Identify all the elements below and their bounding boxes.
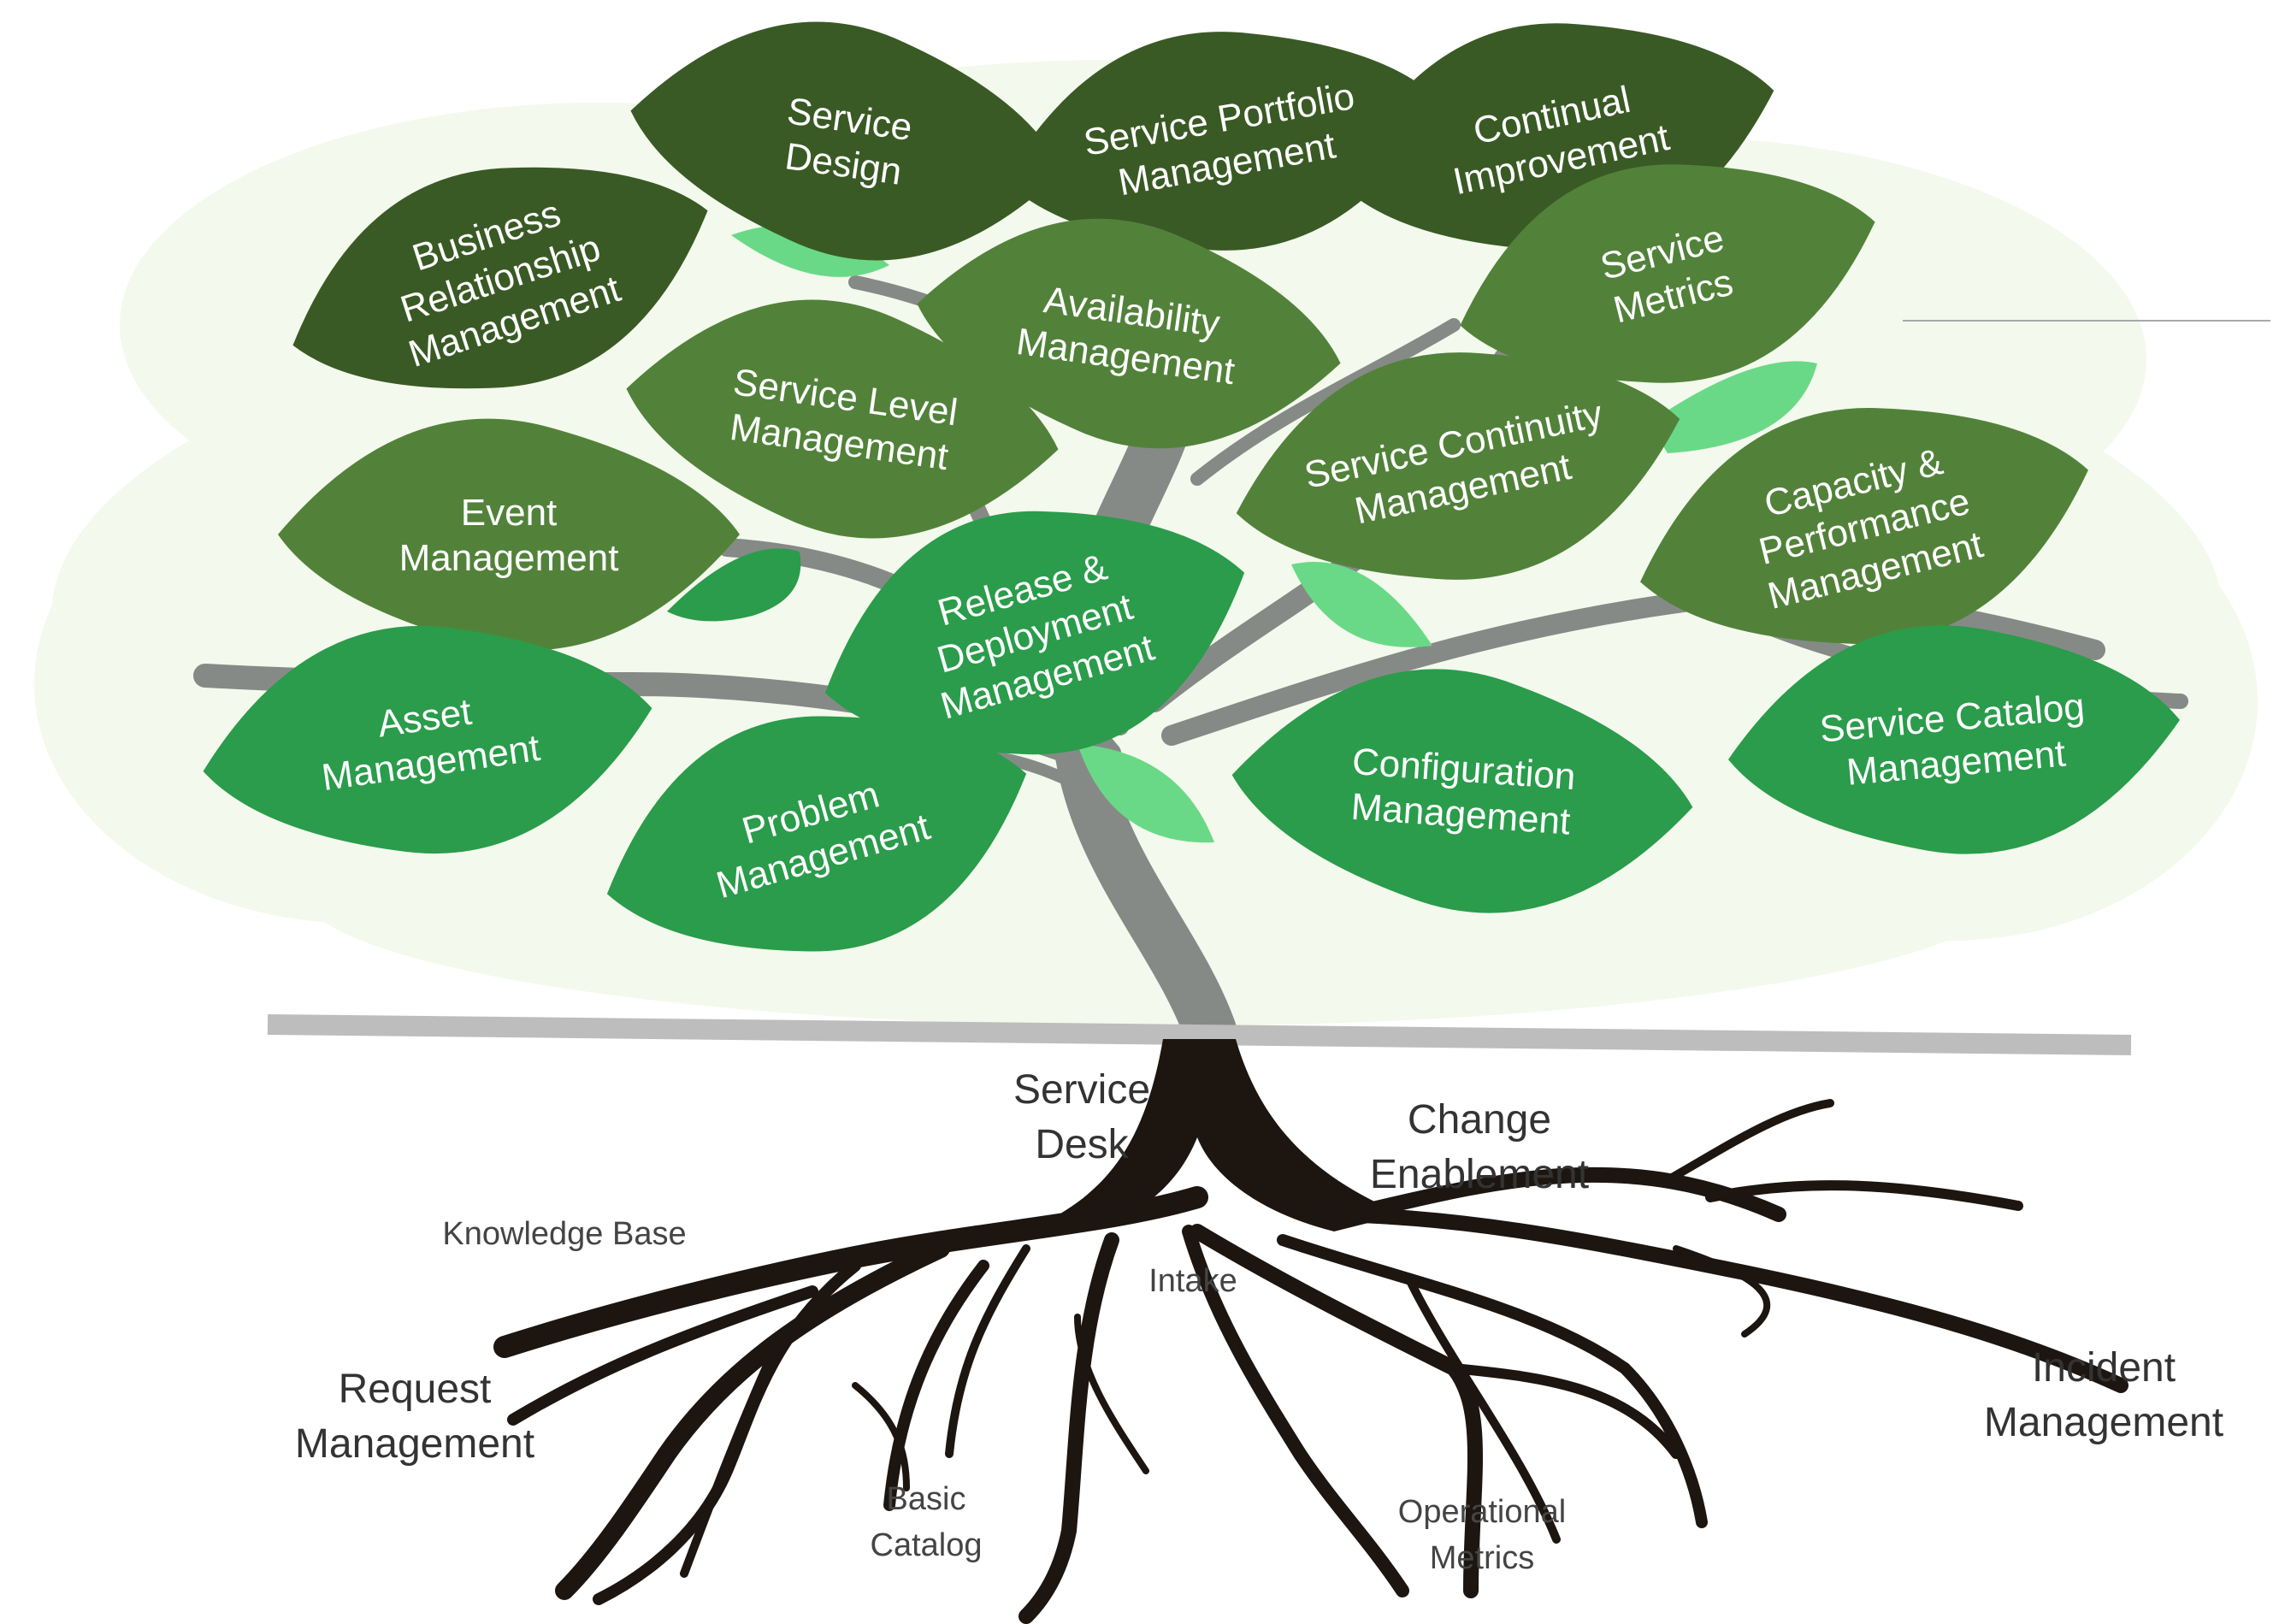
leaf-shape (626, 299, 1059, 539)
root-label: Catalog (871, 1527, 983, 1563)
leaf-shape (606, 716, 1027, 952)
leaf-shape (203, 626, 652, 853)
root-label: Enablement (1370, 1152, 1589, 1197)
root-label: Management (1984, 1400, 2223, 1445)
leaf-shape (630, 21, 1063, 261)
root-label: Knowledge Base (442, 1216, 686, 1252)
root-label: Metrics (1430, 1540, 1534, 1576)
leaf-shape (917, 218, 1341, 449)
leaf-shape (824, 511, 1245, 755)
root-knowledge-base: Knowledge Base (442, 1216, 686, 1252)
leaf-shape (1236, 352, 1680, 580)
leaf-label: Event (461, 492, 558, 534)
ground-line (267, 1014, 2132, 1055)
tree-roots (493, 1039, 2128, 1624)
leaf-shape (1003, 32, 1443, 251)
root-label: Incident (2032, 1345, 2176, 1391)
leaf-shape (292, 167, 708, 389)
root-intake: Intake (1148, 1263, 1237, 1299)
root-label: Desk (1035, 1122, 1129, 1167)
accent-leaf (667, 548, 801, 622)
leaf-label: Management (399, 537, 619, 579)
root-label: Management (295, 1421, 534, 1467)
pale-leaves (731, 225, 1817, 843)
root-label: Intake (1148, 1263, 1237, 1299)
root-label: Change (1408, 1097, 1551, 1143)
leaf-shape (1231, 669, 1693, 913)
leaf-shape (1460, 164, 1875, 383)
root-label: Service (1013, 1067, 1150, 1113)
root-label: Basic (887, 1481, 966, 1517)
leaf-shape (1640, 408, 2088, 644)
leaf-group: BusinessRelationshipManagementServiceDes… (203, 21, 2180, 952)
root-label: Request (339, 1367, 492, 1412)
leaf-shape (1728, 625, 2180, 854)
root-label: Operational (1398, 1494, 1566, 1530)
leaf-shape (278, 418, 740, 651)
